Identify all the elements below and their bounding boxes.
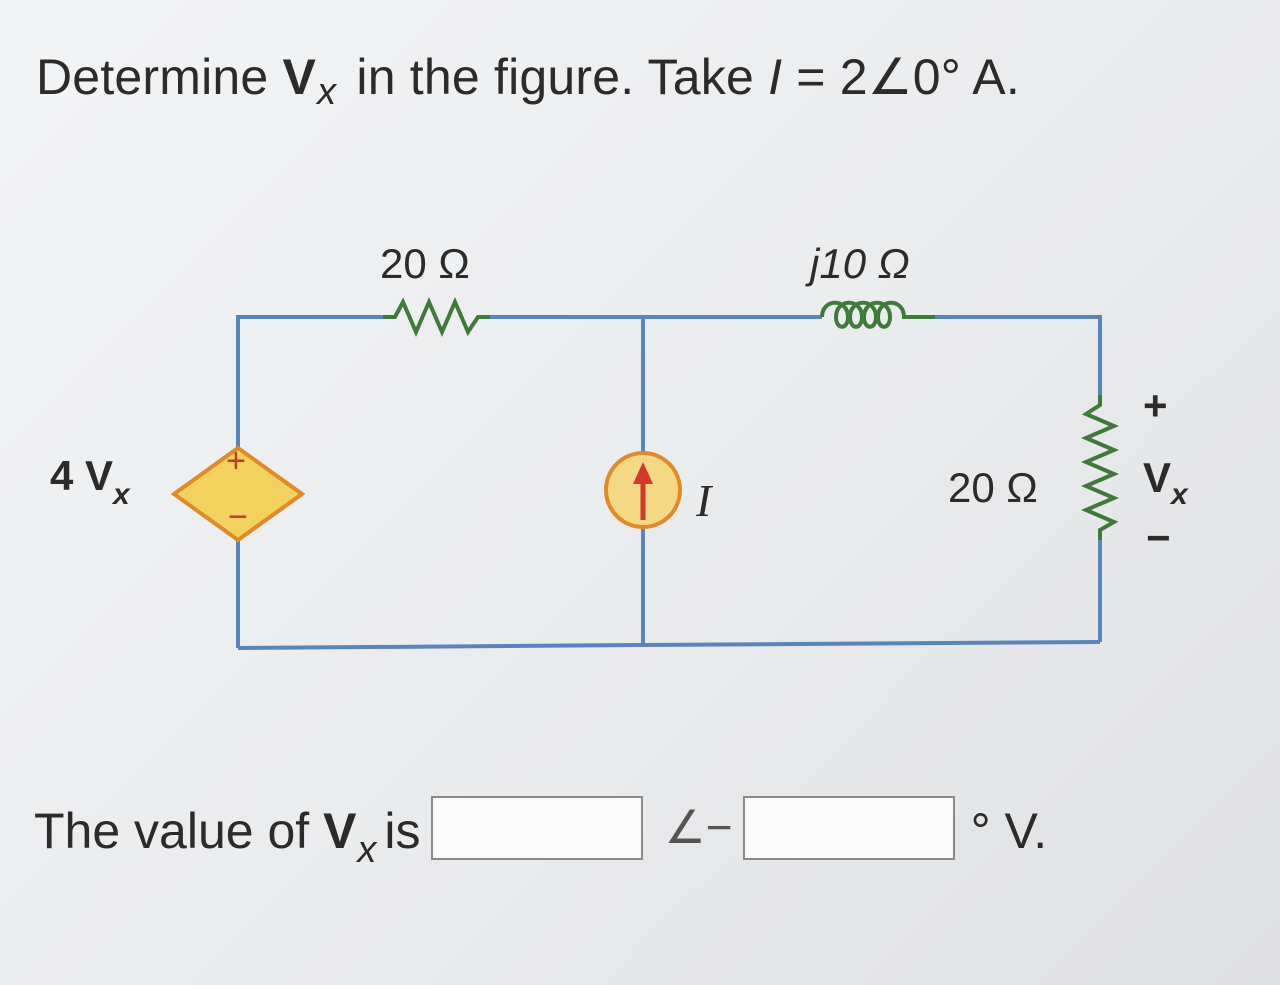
dependent-source-minus: −	[228, 498, 248, 536]
resistor-top-label: 20 Ω	[380, 240, 470, 287]
wire-top-left	[236, 315, 383, 448]
inductor-label: j10 Ω	[805, 240, 910, 287]
vx-label: Vx	[1143, 454, 1189, 511]
question-text: Determine Vx in the figure. Take I = 2∠0…	[36, 48, 1020, 113]
dependent-source-label-main: 4 V	[50, 452, 113, 499]
question-current-symbol: I	[768, 49, 783, 105]
resistor-right-label: 20 Ω	[948, 464, 1038, 511]
resistor-right-symbol	[1080, 395, 1120, 540]
question-var-sub: x	[317, 71, 337, 113]
angle-symbol: ∠−	[664, 801, 733, 853]
question-suffix: = 2∠0° A.	[782, 49, 1020, 105]
answer-var-main: V	[323, 803, 357, 859]
dependent-source-label-sub: x	[111, 478, 131, 511]
current-source-arrow-head	[633, 462, 653, 484]
question-var-main: V	[282, 49, 317, 105]
inductor-symbol	[820, 300, 935, 329]
answer-is: is	[384, 803, 421, 859]
vx-label-main: V	[1143, 454, 1171, 501]
vx-minus: −	[1146, 514, 1171, 561]
resistor-top-symbol	[383, 296, 490, 338]
dependent-source-plus: +	[226, 442, 246, 480]
vx-label-sub: x	[1169, 478, 1189, 511]
wire-top-right	[935, 315, 1102, 395]
dependent-source-label: 4 Vx	[50, 452, 131, 511]
magnitude-input[interactable]	[430, 796, 643, 860]
answer-unit: ° V.	[970, 803, 1048, 859]
vx-plus: +	[1143, 382, 1168, 429]
question-prefix: Determine	[36, 49, 283, 105]
dependent-voltage-source	[170, 445, 306, 543]
current-source-label: I	[695, 475, 714, 526]
angle-input[interactable]	[742, 796, 955, 860]
answer-var-sub: x	[357, 829, 377, 871]
answer-prefix: The value of	[34, 803, 324, 859]
wire-bottom	[237, 640, 1101, 650]
question-middle: in the figure. Take	[342, 49, 769, 105]
